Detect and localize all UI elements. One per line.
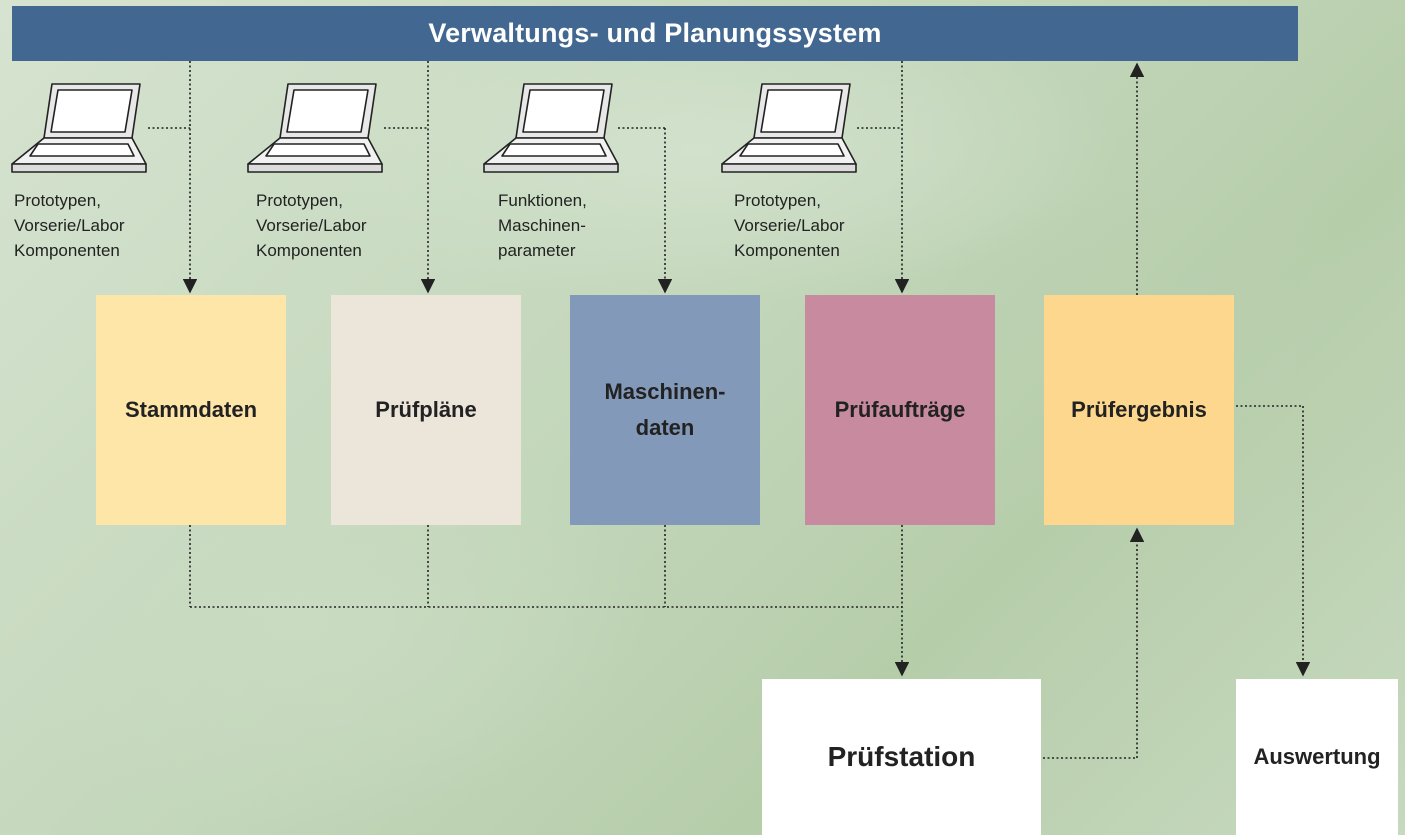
box-auswertung: Auswertung [1236, 679, 1398, 835]
box-pruefstation-label: Prüfstation [827, 741, 976, 772]
box-pruefauftraege: Prüfaufträge [805, 295, 995, 525]
source-label-2: Prototypen, Vorserie/Labor Komponenten [256, 191, 367, 260]
box-pruefergebnis-label: Prüfergebnis [1071, 397, 1207, 422]
source-label-1: Prototypen, Vorserie/Labor Komponenten [14, 191, 125, 260]
box-stammdaten-label: Stammdaten [124, 397, 258, 422]
box-maschinendaten: Maschinen- daten [570, 295, 760, 525]
laptop-icon [483, 83, 619, 173]
box-maschinendaten-label: Maschinen- daten [604, 379, 726, 440]
header-bar: Verwaltungs- und Planungssystem [12, 6, 1298, 61]
laptop-icon [721, 83, 857, 173]
source-label-3: Funktionen, Maschinen- parameter [498, 191, 587, 260]
box-stammdaten: Stammdaten [96, 295, 286, 525]
box-pruefstation: Prüfstation [762, 679, 1041, 835]
box-pruefergebnis: Prüfergebnis [1044, 295, 1234, 525]
box-pruefplaene-label: Prüfpläne [375, 397, 477, 422]
laptop-icon [247, 83, 383, 173]
source-label-4: Prototypen, Vorserie/Labor Komponenten [734, 191, 845, 260]
box-pruefauftraege-label: Prüfaufträge [834, 397, 966, 422]
laptop-icon [11, 83, 147, 173]
header-title: Verwaltungs- und Planungssystem [428, 18, 882, 48]
box-auswertung-label: Auswertung [1253, 744, 1381, 769]
box-pruefplaene: Prüfpläne [331, 295, 521, 525]
